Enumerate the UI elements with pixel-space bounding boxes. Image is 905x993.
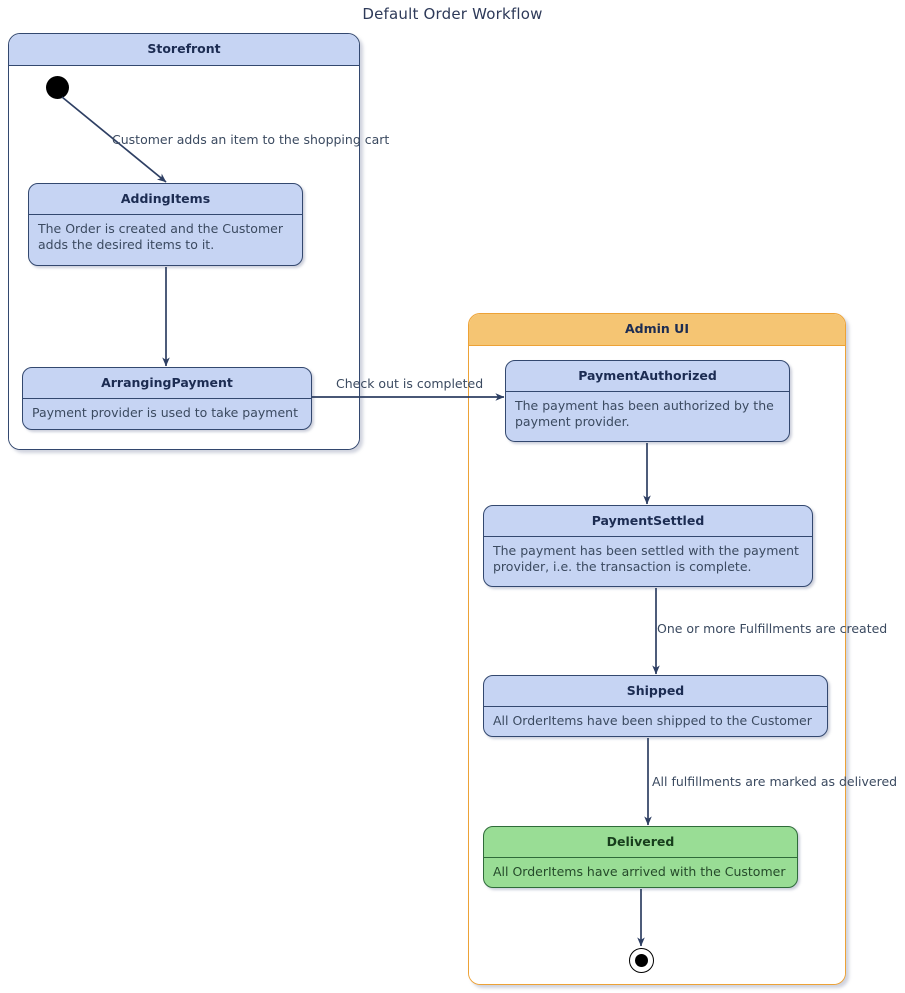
state-payment-authorized-title: PaymentAuthorized	[506, 361, 789, 392]
state-delivered-description: All OrderItems have arrived with the Cus…	[493, 863, 786, 879]
state-payment-settled-description: The payment has been settled with the pa…	[493, 542, 799, 575]
state-payment-authorized-description: The payment has been authorized by the p…	[515, 397, 774, 430]
edge-label-fulfillments-created: One or more Fulfillments are created	[657, 621, 888, 636]
state-delivered[interactable]: Delivered All OrderItems have arrived wi…	[483, 826, 798, 888]
region-storefront-label: Storefront	[9, 34, 359, 66]
state-payment-settled[interactable]: PaymentSettled The payment has been sett…	[483, 505, 813, 587]
final-state-inner-dot	[635, 954, 648, 967]
final-state-node[interactable]	[629, 948, 654, 973]
state-arranging-payment[interactable]: ArrangingPayment Payment provider is use…	[22, 367, 312, 430]
initial-state-node[interactable]	[46, 76, 69, 99]
state-adding-items-title: AddingItems	[29, 184, 302, 215]
state-adding-items[interactable]: AddingItems The Order is created and the…	[28, 183, 303, 266]
state-payment-settled-title: PaymentSettled	[484, 506, 812, 537]
state-arranging-payment-description: Payment provider is used to take payment	[32, 404, 298, 420]
edge-label-customer-adds-item: Customer adds an item to the shopping ca…	[112, 132, 390, 147]
state-payment-authorized[interactable]: PaymentAuthorized The payment has been a…	[505, 360, 790, 442]
region-admin-ui-label: Admin UI	[469, 314, 845, 346]
edge-label-fulfillments-delivered: All fulfillments are marked as delivered	[652, 774, 898, 789]
state-shipped[interactable]: Shipped All OrderItems have been shipped…	[483, 675, 828, 737]
edge-label-check-out-completed: Check out is completed	[336, 376, 484, 391]
state-arranging-payment-title: ArrangingPayment	[23, 368, 311, 399]
state-adding-items-description: The Order is created and the Customer ad…	[38, 220, 283, 253]
state-shipped-title: Shipped	[484, 676, 827, 707]
state-shipped-description: All OrderItems have been shipped to the …	[493, 712, 812, 728]
state-delivered-title: Delivered	[484, 827, 797, 858]
page-title: Default Order Workflow	[362, 5, 543, 23]
